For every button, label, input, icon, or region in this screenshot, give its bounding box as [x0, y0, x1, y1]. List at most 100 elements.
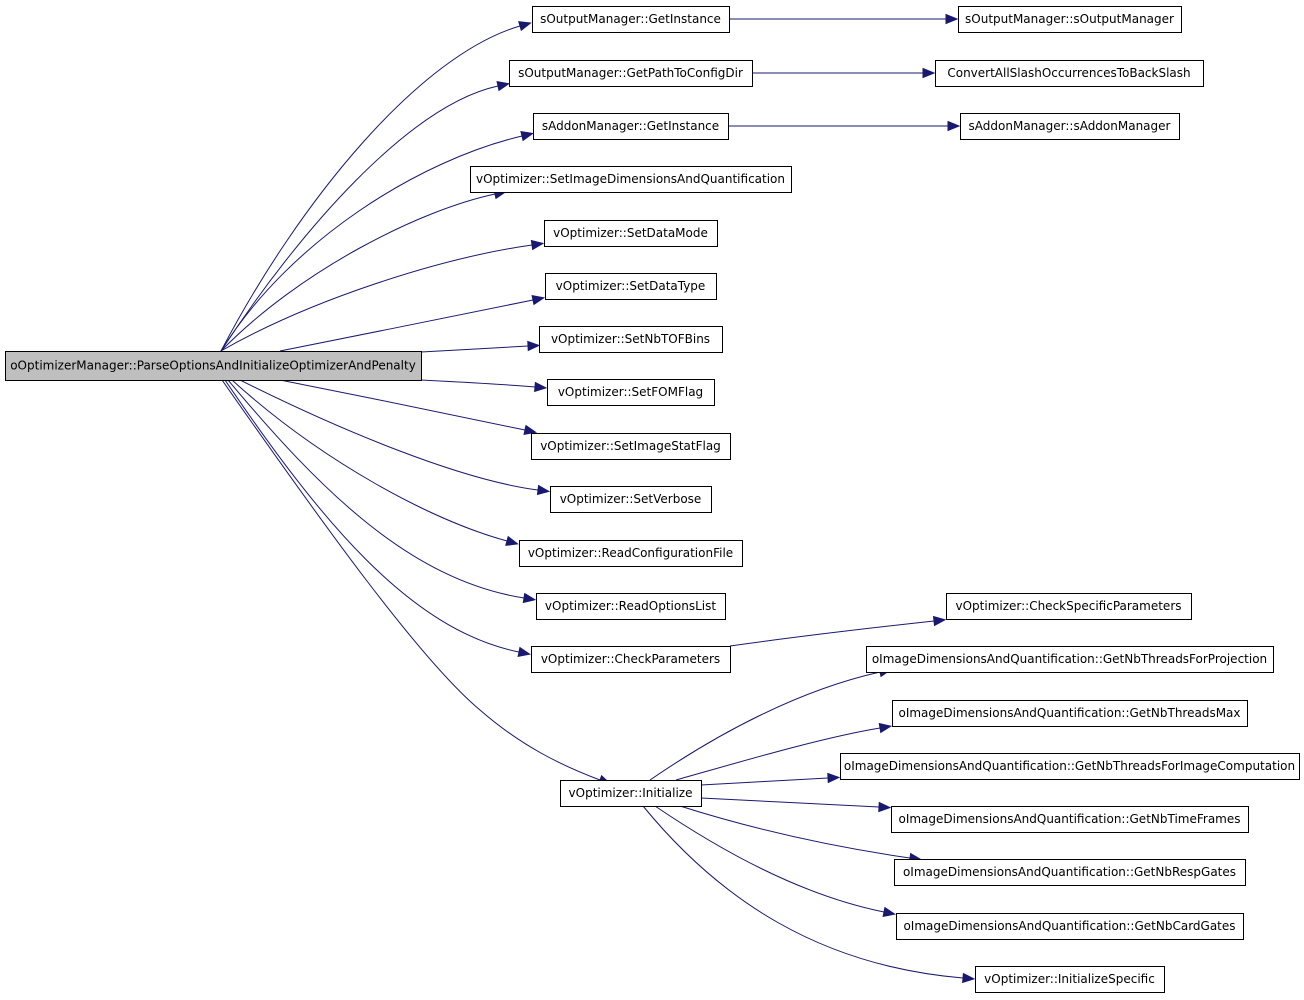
node-label: oImageDimensionsAndQuantification::GetNb… [903, 919, 1235, 933]
arrowhead-icon [522, 592, 537, 604]
node-box [533, 113, 729, 140]
function-node[interactable]: ConvertAllSlashOccurrencesToBackSlash [935, 60, 1204, 87]
node-box [935, 60, 1204, 87]
function-node[interactable]: sAddonManager::sAddonManager [960, 113, 1180, 140]
edge-n18-to-n21 [700, 772, 841, 786]
node-label: oImageDimensionsAndQuantification::GetNb… [872, 652, 1267, 666]
edge-n0-to-n8 [220, 239, 545, 352]
node-label: vOptimizer::SetImageStatFlag [540, 439, 721, 453]
edge-line [220, 135, 523, 352]
node-label: sOutputManager::GetPathToConfigDir [518, 66, 743, 80]
arrowhead-icon [947, 120, 961, 132]
arrowhead-icon [520, 131, 534, 142]
node-label: vOptimizer::ReadOptionsList [545, 599, 716, 613]
edge-line [679, 805, 911, 859]
edge-n0-to-n16 [224, 379, 532, 658]
node-box [539, 326, 723, 353]
edge-line [649, 671, 881, 781]
node-box [470, 166, 792, 193]
function-node[interactable]: vOptimizer::SetImageStatFlag [531, 433, 731, 460]
edge-n0-to-n11 [420, 379, 548, 393]
edge-n0-to-n3 [220, 80, 511, 352]
node-box [532, 6, 730, 33]
function-node[interactable]: sOutputManager::GetInstance [532, 6, 730, 33]
edge-line [220, 244, 533, 352]
function-node[interactable]: oImageDimensionsAndQuantification::GetNb… [896, 913, 1244, 940]
node-label: sOutputManager::sOutputManager [965, 12, 1174, 26]
edge-line [220, 85, 499, 352]
arrowhead-icon [922, 67, 936, 79]
node-box [896, 913, 1244, 940]
edge-n18-to-n24 [654, 805, 897, 918]
node-box [536, 593, 726, 620]
arrowhead-icon [530, 239, 545, 251]
edge-line [220, 25, 521, 352]
edge-line [675, 727, 881, 781]
node-label: oImageDimensionsAndQuantification::GetNb… [898, 812, 1240, 826]
function-node[interactable]: oImageDimensionsAndQuantification::GetNb… [866, 646, 1274, 673]
edge-line [279, 299, 534, 352]
node-box [560, 780, 702, 807]
edge-n0-to-n5 [220, 131, 534, 352]
function-node[interactable]: sOutputManager::sOutputManager [958, 6, 1182, 33]
edge-line [654, 805, 885, 913]
function-node[interactable]: vOptimizer::SetDataMode [544, 220, 718, 247]
function-node[interactable]: vOptimizer::SetVerbose [550, 486, 712, 513]
node-box [544, 220, 718, 247]
arrowhead-icon [536, 484, 551, 496]
arrowhead-icon [962, 972, 976, 984]
function-node[interactable]: vOptimizer::CheckSpecificParameters [946, 593, 1192, 620]
edge-n0-to-n7 [220, 188, 508, 352]
edge-line [221, 379, 601, 781]
nodes-layer: oOptimizerManager::ParseOptionsAndInitia… [5, 6, 1300, 993]
function-node[interactable]: vOptimizer::InitializeSpecific [975, 966, 1165, 993]
node-label: vOptimizer::SetDataMode [553, 226, 708, 240]
root-function-node[interactable]: oOptimizerManager::ParseOptionsAndInitia… [5, 351, 422, 381]
function-node[interactable]: sOutputManager::GetPathToConfigDir [509, 60, 753, 87]
function-node[interactable]: vOptimizer::CheckParameters [531, 646, 731, 673]
edge-line [279, 379, 526, 431]
node-label: oImageDimensionsAndQuantification::GetNb… [903, 865, 1236, 879]
function-node[interactable]: vOptimizer::ReadConfigurationFile [519, 540, 743, 567]
edge-n0-to-n12 [279, 379, 538, 436]
node-box [894, 859, 1246, 886]
edge-line [642, 805, 964, 979]
node-label: sAddonManager::GetInstance [542, 119, 719, 133]
edge-n5-to-n6 [728, 120, 961, 132]
arrowhead-icon [518, 21, 532, 32]
edge-n0-to-n13 [239, 379, 551, 496]
node-box [866, 646, 1274, 673]
function-node[interactable]: vOptimizer::SetDataType [545, 273, 717, 300]
function-node[interactable]: vOptimizer::SetFOMFlag [547, 379, 715, 406]
node-box [531, 646, 731, 673]
node-label: vOptimizer::ReadConfigurationFile [528, 546, 733, 560]
edge-n0-to-n1 [220, 21, 532, 352]
node-label: vOptimizer::InitializeSpecific [984, 972, 1155, 986]
function-node[interactable]: vOptimizer::ReadOptionsList [536, 593, 726, 620]
arrowhead-icon [878, 801, 892, 813]
function-node[interactable]: vOptimizer::Initialize [560, 780, 702, 807]
node-box [840, 753, 1300, 780]
edge-n18-to-n23 [679, 805, 923, 864]
node-label: vOptimizer::SetFOMFlag [558, 385, 703, 399]
node-box [550, 486, 712, 513]
arrowhead-icon [827, 772, 841, 784]
node-box [960, 113, 1180, 140]
function-node[interactable]: oImageDimensionsAndQuantification::GetNb… [892, 700, 1248, 727]
arrowhead-icon [517, 646, 532, 658]
node-box [958, 6, 1182, 33]
edge-n0-to-n9 [279, 294, 546, 352]
function-node[interactable]: oImageDimensionsAndQuantification::GetNb… [891, 806, 1249, 833]
function-node[interactable]: vOptimizer::SetImageDimensionsAndQuantif… [470, 166, 792, 193]
node-box [531, 433, 731, 460]
node-label: vOptimizer::Initialize [569, 786, 693, 800]
function-node[interactable]: vOptimizer::SetNbTOFBins [539, 326, 723, 353]
edge-line [420, 379, 536, 388]
node-label: oImageDimensionsAndQuantification::GetNb… [898, 706, 1240, 720]
function-node[interactable]: oImageDimensionsAndQuantification::GetNb… [894, 859, 1246, 886]
node-label: oImageDimensionsAndQuantification::GetNb… [844, 759, 1295, 773]
arrowhead-icon [882, 906, 897, 918]
function-node[interactable]: sAddonManager::GetInstance [533, 113, 729, 140]
function-node[interactable]: oImageDimensionsAndQuantification::GetNb… [840, 753, 1300, 780]
